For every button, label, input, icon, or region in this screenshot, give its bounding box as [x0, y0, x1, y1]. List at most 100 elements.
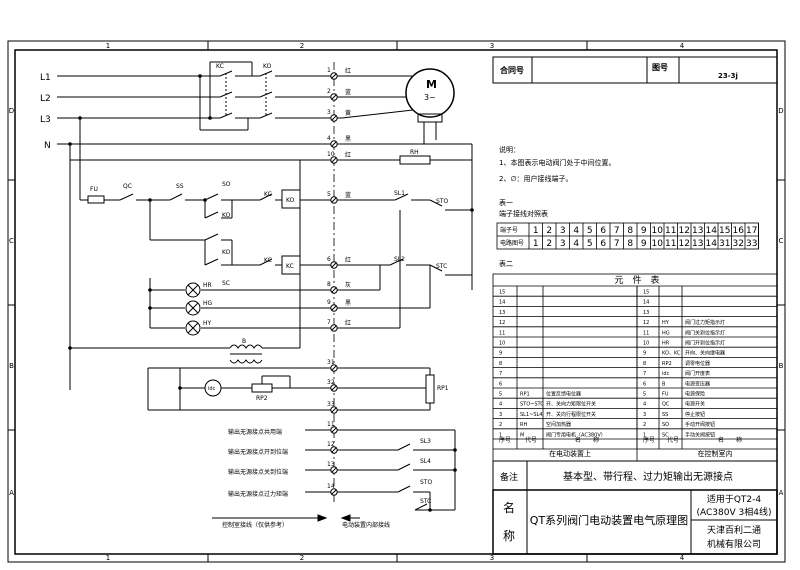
- title-name-label-1: 名: [503, 500, 515, 515]
- table2-right-no-cell: 2: [643, 422, 646, 428]
- table2-right-no-cell: 14: [643, 300, 649, 306]
- label-idc: idc: [208, 386, 216, 392]
- label-ko-coil: KO: [286, 197, 295, 204]
- table2-left-code-cell: STO~STC: [520, 402, 544, 408]
- header-box: 合同号 图号 23-3j: [492, 56, 778, 84]
- table2-left-name-cell: 开、关向行程限位开关: [546, 411, 596, 418]
- table2-footer-left: 在电动装置上: [549, 449, 591, 458]
- output-open-label: 输出无源接点开到位端: [228, 448, 288, 456]
- table2-footer-right: 在控制室内: [698, 449, 733, 458]
- terminal-number: 5: [327, 191, 331, 198]
- title-name-label-2: 称: [503, 529, 515, 543]
- label-kc-mid: KC: [264, 191, 272, 198]
- terminal-wire-color: 红: [345, 151, 351, 159]
- drawing-title: QT系列阀门电动装置电气原理图: [530, 513, 688, 527]
- table2-right-name-cell: 电源开关: [685, 401, 705, 408]
- table2-left-no-cell: 14: [499, 300, 505, 306]
- label-ko-mid: KO: [222, 212, 231, 219]
- table2-left-code-cell: RP1: [520, 392, 530, 398]
- company-1: 天津百利二通: [707, 524, 761, 536]
- company-2: 机械有限公司: [707, 538, 761, 550]
- terminal-wire-color: 黄: [345, 109, 351, 117]
- drawing-frame: [7, 40, 786, 563]
- output-common-label: 输出无源接点共用端: [228, 428, 282, 436]
- table1-row1-cell: 7: [614, 226, 620, 236]
- table2-left-name-cell: 开、关向力矩限位开关: [546, 401, 596, 408]
- table1-row2-cell: 32: [733, 239, 744, 249]
- terminal-number: 8: [327, 281, 331, 288]
- label-b: B: [242, 338, 246, 345]
- table2-right-no-cell: 10: [643, 341, 649, 347]
- table2-left-no-cell: 1: [499, 432, 502, 438]
- terminal-number: 13: [327, 461, 335, 468]
- table2-right-name-cell: 停止按钮: [685, 411, 705, 418]
- label-fu: FU: [90, 186, 98, 193]
- terminal-wire-color: 红: [345, 319, 351, 327]
- table2-right-no-cell: 5: [643, 392, 646, 398]
- table2-right-code-cell: KO、KC: [662, 351, 681, 357]
- table2-col-name-left: 名 称: [575, 436, 599, 444]
- label-qc: QC: [123, 183, 132, 190]
- table2-left-no-cell: 11: [499, 330, 505, 336]
- row-label-c: C: [9, 237, 14, 245]
- terminal-33: 33: [325, 401, 342, 414]
- terminal-10: 10 红: [325, 151, 351, 164]
- terminal-number: 2: [327, 88, 331, 95]
- label-kc-lower: KC: [264, 257, 272, 264]
- motor-sub: 3~: [424, 93, 436, 102]
- table1-row1-cell: 10: [652, 226, 664, 236]
- table1-row2-cell: 10: [652, 239, 664, 249]
- table2-right-no-cell: 8: [643, 361, 646, 367]
- table1-title: 表一: [499, 198, 513, 207]
- notes-title: 说明：: [499, 145, 520, 154]
- terminal-14: 14: [325, 483, 342, 496]
- label-sl4: SL4: [420, 458, 431, 465]
- table2-left-no-cell: 2: [499, 422, 502, 428]
- table2-right-code-cell: HR: [662, 341, 670, 347]
- table1-row2-cell: 7: [614, 239, 620, 249]
- table1-row1-cell: 1: [533, 226, 539, 236]
- table2-right-code-cell: SC: [662, 432, 669, 438]
- label-sto-2: STO: [420, 479, 432, 486]
- table2-right-name-cell: 调零电位器: [685, 360, 710, 367]
- table1-row1-cell: 3: [560, 226, 566, 236]
- title-block: 备注 基本型、带行程、过力矩输出无源接点 名 称 QT系列阀门电动装置电气原理图…: [492, 460, 778, 555]
- row-label-a: A: [9, 489, 14, 497]
- terminal-number: 9: [327, 299, 331, 306]
- output-overtorque-label: 输出无源接点过力矩端: [228, 490, 288, 498]
- label-sc: SC: [222, 280, 230, 287]
- line-l1: L1: [40, 73, 51, 83]
- table2-left-no-cell: 6: [499, 381, 502, 387]
- remark-text: 基本型、带行程、过力矩输出无源接点: [563, 470, 733, 483]
- terminal-number: 10: [327, 151, 335, 158]
- table1-row2-cell: 8: [627, 239, 633, 249]
- terminal-number: 11: [327, 421, 335, 428]
- table2-heading: 元 件 表: [614, 274, 659, 286]
- table1-row2-label: 电路图号: [500, 239, 524, 247]
- terminal-number: 32: [327, 379, 335, 386]
- table2-left-name-cell: 位置反馈电位器: [546, 391, 581, 398]
- table2-right-code-cell: SO: [662, 422, 669, 428]
- table2-right-name-cell: 电源保险: [685, 391, 705, 398]
- col-label-1: 1: [106, 42, 110, 50]
- table1-row1-cell: 14: [706, 226, 718, 236]
- table1-row1-cell: 13: [692, 226, 703, 236]
- row-label-d-right: D: [778, 107, 783, 115]
- label-sl2: SL2: [394, 256, 405, 263]
- label-rh: RH: [410, 149, 419, 156]
- table1-row1-cell: 8: [627, 226, 633, 236]
- terminal-number: 12: [327, 441, 335, 448]
- label-hg: HG: [203, 300, 213, 307]
- table1-row1-label: 端子号: [500, 226, 518, 234]
- output-close-label: 输出无源接点关到位端: [228, 468, 288, 476]
- table2-left-no-cell: 15: [499, 290, 505, 296]
- notes-line-2: 2、∅：用户接线端子。: [499, 174, 573, 183]
